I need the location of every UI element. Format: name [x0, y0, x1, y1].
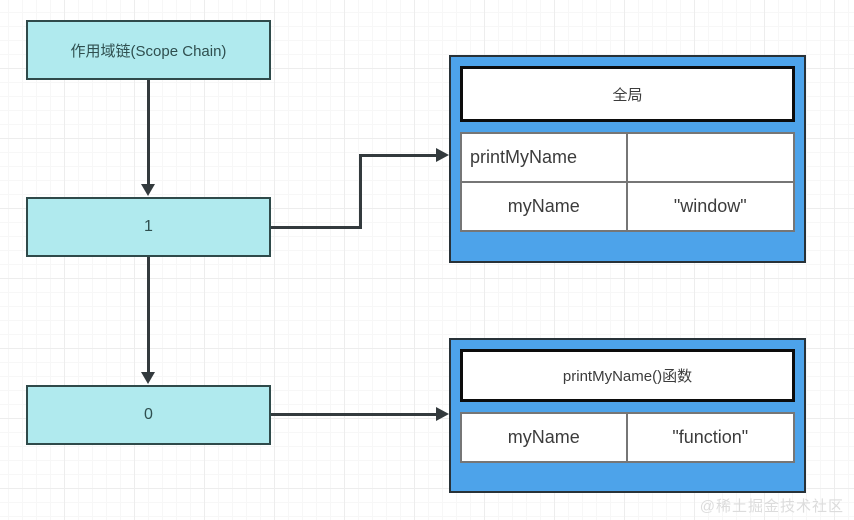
function-variable-table: myName "function"	[460, 412, 795, 463]
variable-name-cell: myName	[462, 183, 628, 230]
scope-frame-function-header: printMyName()函数	[460, 349, 795, 402]
variable-name-cell: myName	[462, 414, 628, 461]
connector-one-to-zero-line	[147, 257, 150, 373]
connector-zero-to-function-arrowhead	[436, 407, 449, 421]
scope-chain-node-1[interactable]: 1	[26, 197, 271, 257]
table-row[interactable]: myName "function"	[462, 414, 793, 461]
scope-chain-title-label: 作用域链(Scope Chain)	[70, 42, 227, 60]
scope-frame-global-header-label: 全局	[612, 86, 643, 104]
scope-chain-title-node[interactable]: 作用域链(Scope Chain)	[26, 20, 271, 80]
watermark: @稀土掘金技术社区	[699, 498, 844, 515]
connector-one-to-global-seg-h2	[359, 154, 439, 157]
scope-chain-node-0[interactable]: 0	[26, 385, 271, 445]
connector-title-to-one-arrowhead	[141, 184, 155, 196]
connector-one-to-global-seg-v	[359, 154, 362, 229]
scope-frame-function-header-label: printMyName()函数	[562, 368, 693, 385]
table-row[interactable]: printMyName	[462, 134, 793, 181]
variable-value-cell: "window"	[673, 196, 747, 216]
connector-zero-to-function-line	[271, 413, 439, 416]
connector-one-to-global-seg-h1	[271, 226, 362, 229]
connector-one-to-zero-arrowhead	[141, 372, 155, 384]
scope-frame-global-header: 全局	[460, 66, 795, 122]
variable-value-cell	[628, 134, 794, 181]
scope-frame-function[interactable]: printMyName()函数 myName "function"	[449, 338, 806, 493]
variable-value-cell: "function"	[672, 427, 749, 447]
scope-chain-node-0-label: 0	[144, 406, 153, 423]
table-row[interactable]: myName "window"	[462, 181, 793, 230]
scope-frame-global[interactable]: 全局 printMyName myName "window"	[449, 55, 806, 263]
connector-one-to-global-arrowhead	[436, 148, 449, 162]
connector-title-to-one-line	[147, 80, 150, 185]
variable-name-cell: printMyName	[462, 134, 628, 181]
global-variable-table: printMyName myName "window"	[460, 132, 795, 232]
scope-chain-node-1-label: 1	[144, 218, 153, 235]
